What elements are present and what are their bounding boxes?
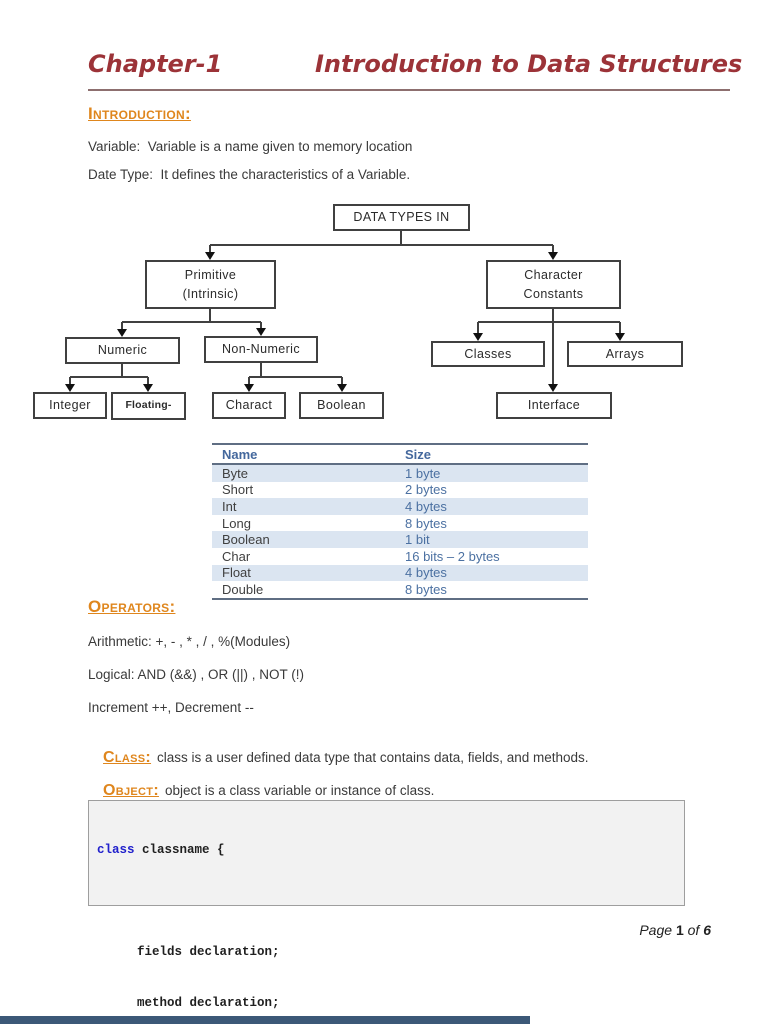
- class-text: class is a user defined data type that c…: [157, 750, 589, 765]
- code-line-method: method declaration;: [137, 996, 280, 1010]
- cell-size: 1 byte: [405, 465, 441, 481]
- code-line-fields: fields declaration;: [137, 945, 280, 959]
- cell-size: 1 bit: [405, 532, 430, 548]
- current-page-number: 1: [675, 922, 684, 938]
- cell-size: 8 bytes: [405, 581, 447, 597]
- chapter-title: Chapter-1: [88, 50, 223, 78]
- cell-size: 2 bytes: [405, 482, 447, 498]
- code-line-blank: [97, 893, 684, 910]
- primitive-line1: Primitive: [184, 268, 237, 283]
- cell-size: 16 bits – 2 bytes: [405, 548, 500, 564]
- table-row: Char 16 bits – 2 bytes: [212, 548, 588, 565]
- code-line-declaration: class classname {: [97, 842, 684, 859]
- page-number-footer: Page 1 of 6: [639, 922, 711, 938]
- class-syntax-code-block: class classname { fields declaration; me…: [88, 800, 685, 1010]
- table-row: Float 4 bytes: [212, 564, 588, 582]
- character-line2: Constants: [523, 286, 584, 301]
- total-pages-number: 6: [703, 922, 711, 938]
- logical-operators: Logical: AND (&&) , OR (||) , NOT (!): [88, 667, 305, 682]
- classname-brace: classname {: [134, 843, 225, 857]
- title-divider: [88, 89, 730, 91]
- class-keyword: class: [97, 843, 135, 857]
- cell-size: 8 bytes: [405, 515, 447, 531]
- primitive-line2: (Intrinsic): [182, 286, 239, 301]
- bottom-scrollbar[interactable]: [0, 1016, 530, 1024]
- diagram-node-arrays: Arrays: [567, 341, 683, 367]
- diagram-node-interface: Interface: [496, 392, 612, 419]
- diagram-node-floating: Floating-: [111, 392, 186, 420]
- primitive-sizes-table: Name Size Byte 1 byte Short 2 bytes Int 4 b…: [212, 443, 588, 600]
- variable-definition: Variable: Variable is a name given to me…: [88, 139, 413, 154]
- table-row: Int 4 bytes: [212, 498, 588, 515]
- table-row: Long 8 bytes: [212, 515, 588, 532]
- table-header-row: Name Size: [212, 445, 588, 465]
- cell-size: 4 bytes: [405, 498, 447, 514]
- column-header-name: Name: [222, 446, 258, 462]
- diagram-node-character-constants: Character Constants: [486, 260, 621, 309]
- of-word: of: [687, 922, 700, 938]
- character-line1: Character: [524, 268, 583, 283]
- cell-name: Long: [222, 515, 251, 531]
- introduction-heading: Introduction:: [88, 104, 191, 123]
- diagram-node-integer: Integer: [33, 392, 107, 419]
- cell-name: Byte: [222, 465, 249, 481]
- datatype-definition: Date Type: It defines the characteristic…: [88, 167, 411, 182]
- increment-decrement: Increment ++, Decrement --: [88, 700, 254, 715]
- cell-name: Int: [222, 498, 237, 514]
- diagram-node-charact: Charact: [212, 392, 286, 419]
- object-text: object is a class variable or instance o…: [164, 783, 435, 798]
- diagram-node-classes: Classes: [431, 341, 545, 367]
- diagram-node-root: DATA TYPES IN: [333, 204, 470, 231]
- diagram-node-boolean: Boolean: [299, 392, 384, 419]
- diagram-node-numeric: Numeric: [65, 337, 180, 364]
- diagram-node-primitive: Primitive (Intrinsic): [145, 260, 276, 309]
- cell-size: 4 bytes: [405, 565, 447, 581]
- diagram-node-non-numeric: Non-Numeric: [204, 336, 318, 363]
- cell-name: Double: [222, 581, 264, 597]
- chapter-subtitle: Introduction to Data Structures: [315, 50, 743, 78]
- arithmetic-operators: Arithmetic: +, - , * , / , %(Modules): [88, 634, 291, 649]
- cell-name: Boolean: [222, 532, 270, 548]
- class-heading: Class:: [103, 749, 152, 766]
- table-row: Double 8 bytes: [212, 581, 588, 598]
- page-word: Page: [639, 922, 673, 938]
- table-row: Boolean 1 bit: [212, 531, 588, 548]
- cell-name: Short: [222, 482, 254, 498]
- column-header-size: Size: [405, 446, 432, 462]
- class-definition: Class: class is a user defined data type …: [88, 734, 589, 782]
- object-heading: Object:: [103, 782, 159, 799]
- page-title: Chapter-1 Introduction to Data Structure…: [0, 50, 768, 80]
- operators-heading: Operators:: [88, 597, 176, 616]
- object-definition: Object: object is a class variable or ins…: [88, 767, 434, 815]
- cell-name: Float: [222, 565, 251, 581]
- table-row: Short 2 bytes: [212, 482, 588, 499]
- cell-name: Char: [222, 548, 251, 564]
- table-row: Byte 1 byte: [212, 465, 588, 482]
